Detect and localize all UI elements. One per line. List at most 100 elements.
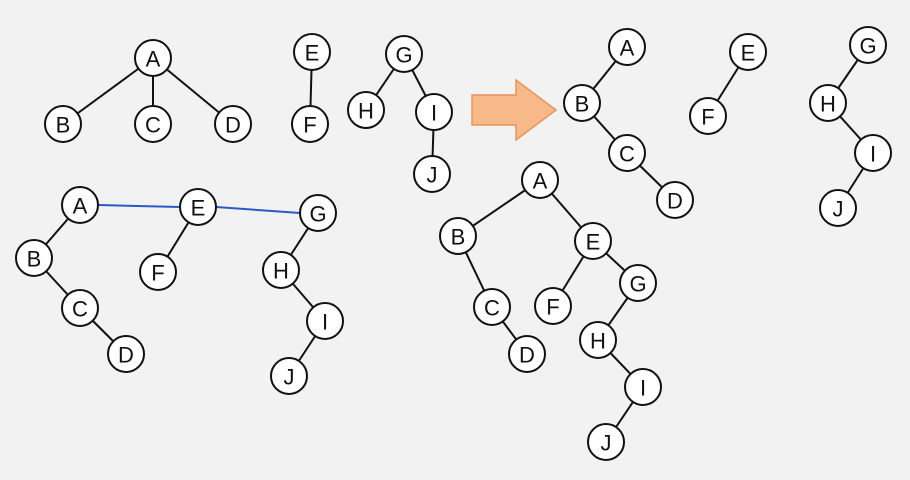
node-final-binary-tree-I: I	[624, 368, 662, 406]
node-circle	[134, 105, 172, 143]
node-original-forest-C: C	[134, 105, 172, 143]
node-label: D	[225, 113, 241, 138]
node-circle	[415, 93, 453, 131]
node-label: C	[619, 142, 635, 167]
node-circle	[587, 423, 625, 461]
node-label: H	[820, 92, 836, 117]
node-circle	[508, 335, 546, 373]
node-label: F	[546, 295, 559, 320]
node-circle	[347, 91, 385, 129]
node-linked-roots-G: G	[299, 194, 337, 232]
node-label: A	[73, 194, 88, 219]
node-circle	[270, 357, 308, 395]
node-label: C	[145, 113, 161, 138]
node-final-binary-tree-D: D	[508, 335, 546, 373]
node-circle	[473, 288, 511, 326]
node-converted-trees-E: E	[729, 33, 767, 71]
node-label: J	[427, 163, 438, 188]
node-circle	[439, 217, 477, 255]
node-label: I	[431, 101, 437, 126]
node-original-forest-G: G	[385, 35, 423, 73]
node-label: A	[146, 47, 161, 72]
transform-arrow-icon	[471, 78, 558, 142]
node-label: G	[395, 43, 412, 68]
node-final-binary-tree-C: C	[473, 288, 511, 326]
node-circle	[413, 155, 451, 193]
node-label: E	[305, 41, 320, 66]
node-label: F	[701, 105, 714, 130]
node-circle	[563, 84, 601, 122]
node-label: H	[590, 329, 606, 354]
node-final-binary-tree-B: B	[439, 217, 477, 255]
node-label: D	[118, 343, 134, 368]
node-circle	[291, 105, 329, 143]
node-converted-trees-J: J	[819, 189, 857, 227]
node-final-binary-tree-J: J	[587, 423, 625, 461]
node-circle	[689, 97, 727, 135]
node-label: F	[303, 113, 316, 138]
node-linked-roots-E: E	[179, 188, 217, 226]
node-circle	[107, 335, 145, 373]
node-circle	[262, 251, 300, 289]
node-converted-trees-G: G	[849, 26, 887, 64]
node-final-binary-tree-A: A	[521, 161, 559, 199]
node-circle	[521, 161, 559, 199]
node-label: J	[601, 431, 612, 456]
node-linked-roots-C: C	[61, 289, 99, 327]
node-linked-roots-F: F	[139, 253, 177, 291]
node-circle	[44, 105, 82, 143]
node-circle	[139, 253, 177, 291]
node-linked-roots-H: H	[262, 251, 300, 289]
node-original-forest-F: F	[291, 105, 329, 143]
node-label: A	[620, 36, 635, 61]
node-circle	[574, 222, 612, 260]
node-label: B	[27, 247, 42, 272]
node-label: B	[56, 113, 71, 138]
node-final-binary-tree-E: E	[574, 222, 612, 260]
node-label: F	[151, 261, 164, 286]
node-circle	[299, 194, 337, 232]
node-linked-roots-D: D	[107, 335, 145, 373]
node-converted-trees-I: I	[854, 134, 892, 172]
node-circle	[179, 188, 217, 226]
root-link-E-G	[215, 206, 301, 214]
node-original-forest-A: A	[134, 39, 172, 77]
node-original-forest-B: B	[44, 105, 82, 143]
node-label: H	[273, 259, 289, 284]
node-linked-roots-A: A	[61, 186, 99, 224]
node-label: E	[586, 230, 601, 255]
node-label: G	[309, 202, 326, 227]
node-final-binary-tree-G: G	[619, 264, 657, 302]
node-label: D	[519, 343, 535, 368]
node-label: B	[451, 225, 466, 250]
node-circle	[729, 33, 767, 71]
node-linked-roots-B: B	[15, 239, 53, 277]
node-circle	[134, 39, 172, 77]
node-circle	[854, 134, 892, 172]
node-circle	[809, 84, 847, 122]
node-label: I	[870, 142, 876, 167]
node-original-forest-D: D	[214, 105, 252, 143]
node-circle	[61, 289, 99, 327]
node-label: I	[640, 376, 646, 401]
node-circle	[534, 287, 572, 325]
node-label: A	[533, 169, 548, 194]
node-circle	[61, 186, 99, 224]
node-original-forest-H: H	[347, 91, 385, 129]
node-final-binary-tree-H: H	[579, 321, 617, 359]
node-original-forest-J: J	[413, 155, 451, 193]
node-label: G	[629, 272, 646, 297]
node-label: G	[859, 34, 876, 59]
node-converted-trees-A: A	[608, 28, 646, 66]
node-label: J	[284, 365, 295, 390]
node-converted-trees-F: F	[689, 97, 727, 135]
node-original-forest-E: E	[293, 33, 331, 71]
node-label: E	[741, 41, 756, 66]
node-label: B	[575, 92, 590, 117]
node-circle	[306, 302, 344, 340]
node-circle	[15, 239, 53, 277]
node-converted-trees-C: C	[608, 134, 646, 172]
node-label: J	[833, 197, 844, 222]
